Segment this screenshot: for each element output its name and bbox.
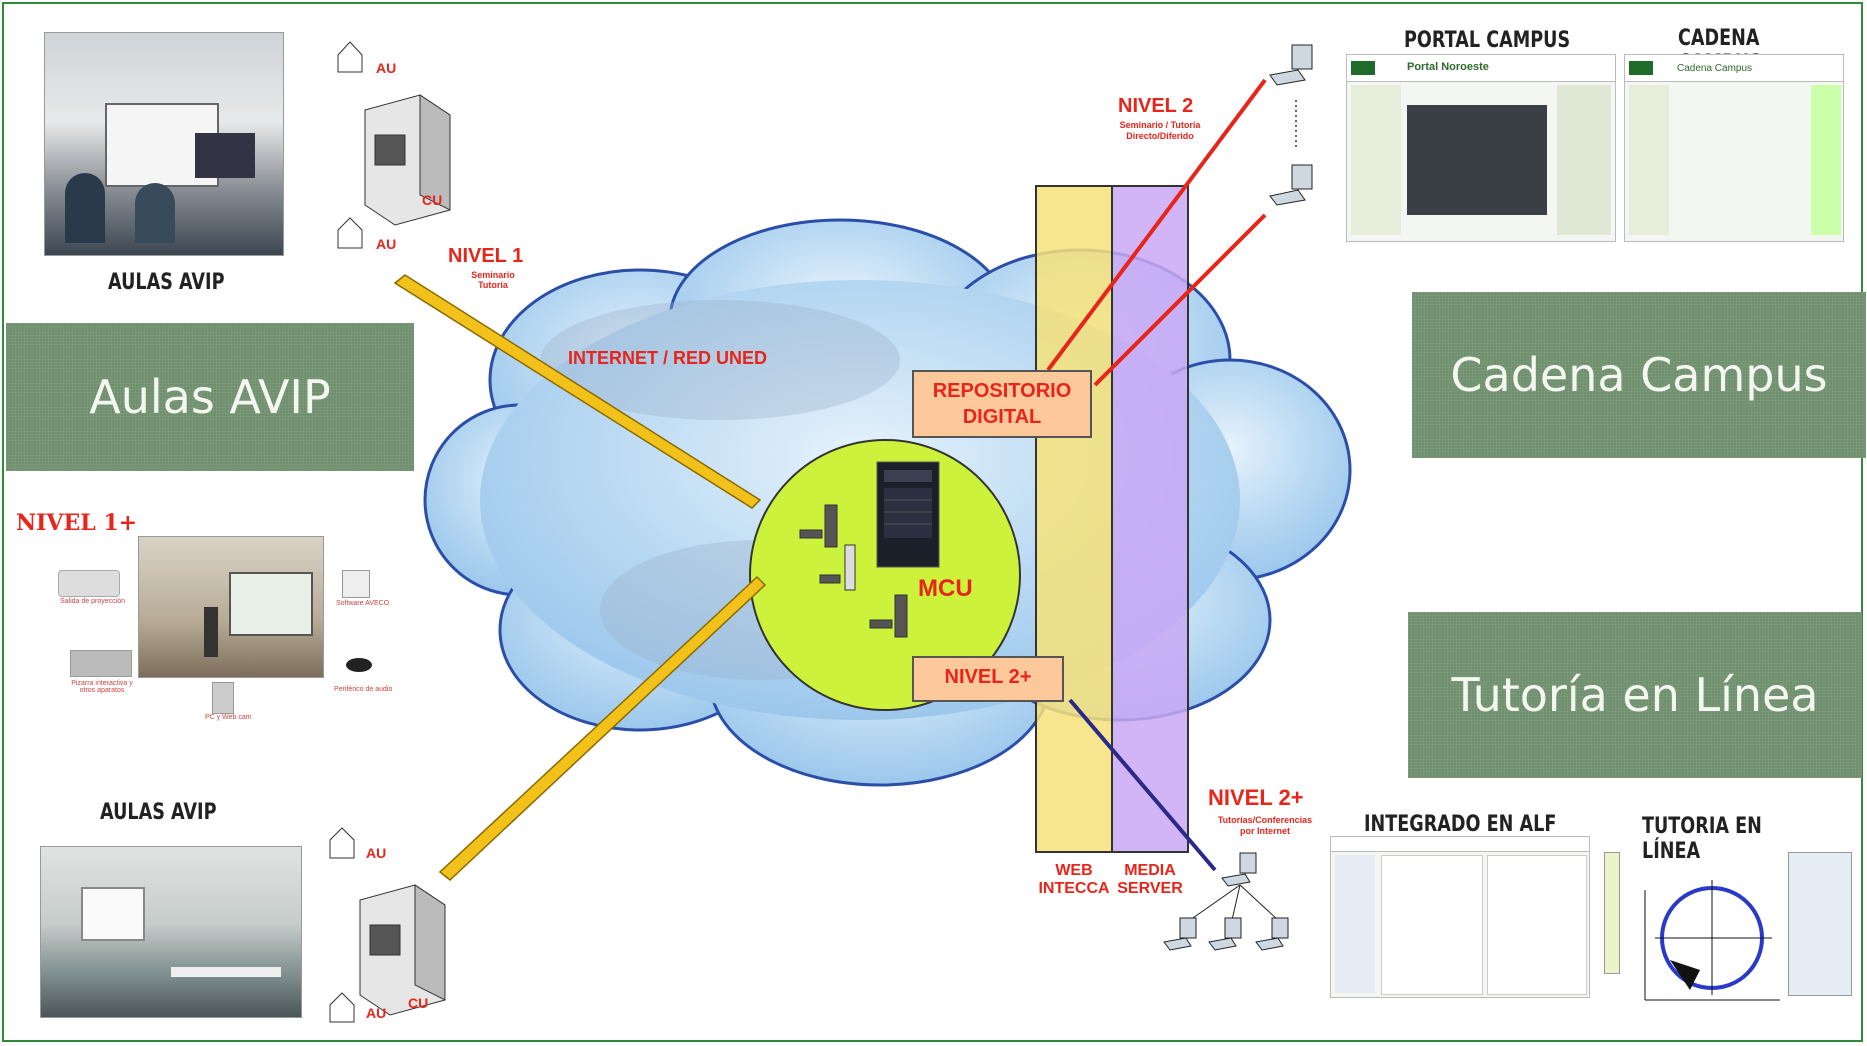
aulas-avip-caption-top: AULAS AVIP xyxy=(108,270,225,295)
videoconf-equipment xyxy=(799,504,908,638)
panel-tutoria-linea: Tutoría en Línea xyxy=(1408,612,1862,778)
equipment-label: Salida de proyección xyxy=(60,598,125,605)
au-label: AU xyxy=(376,236,397,252)
audio-icon xyxy=(346,658,372,672)
alf-thumbnail xyxy=(1330,836,1590,998)
aulas-avip-photo-top xyxy=(44,32,284,256)
portal-campus-thumbnail: Portal Noroeste xyxy=(1346,54,1616,242)
repositorio-line2: DIGITAL xyxy=(962,406,1042,428)
whiteboard-icon xyxy=(70,650,132,677)
nivel2-title: NIVEL 2 xyxy=(1118,95,1194,117)
tutoria-linea-caption: TUTORIA EN LÍNEA xyxy=(1642,814,1762,864)
aulas-avip-caption-bottom: AULAS AVIP xyxy=(100,800,217,825)
integrado-alf-caption: INTEGRADO EN ALF xyxy=(1364,812,1557,837)
web-line2: INTECCA xyxy=(1038,880,1110,897)
beam-nivel1-bottom xyxy=(438,575,767,881)
nivel1plus-classroom-photo xyxy=(138,536,324,678)
software-icon xyxy=(342,570,370,598)
tutoria-side-panel xyxy=(1788,852,1852,996)
web-intecca-bar xyxy=(1035,185,1113,853)
media-server-bar xyxy=(1111,185,1189,853)
nivel1-title: NIVEL 1 xyxy=(448,245,524,267)
nivel2plus-sub1: Tutorías/Conferencias xyxy=(1217,815,1313,825)
portal-noroeste-text: Portal Noroeste xyxy=(1407,61,1489,73)
internet-label: INTERNET / RED UNED xyxy=(568,348,768,368)
cadena-campus-small-text: Cadena Campus xyxy=(1677,63,1753,74)
pc-network-icon xyxy=(1163,852,1289,951)
au-label: AU xyxy=(366,1005,387,1021)
nivel2-sub2: Directo/Diferido xyxy=(1126,131,1194,141)
nivel1-sub1: Seminario xyxy=(471,270,515,280)
equipment-label: Pizarra interactiva y otros aparatos xyxy=(71,680,133,694)
au-label: AU xyxy=(376,60,397,76)
equipment-label: Software AVECO xyxy=(336,600,390,607)
nivel2-sub1: Seminario / Tutoría xyxy=(1119,120,1201,130)
media-line2: SERVER xyxy=(1117,880,1183,897)
nivel2plus-box: NIVEL 2+ xyxy=(912,656,1064,702)
panel-aulas-avip: Aulas AVIP xyxy=(6,323,414,471)
aulas-avip-photo-bottom xyxy=(40,846,302,1018)
pc-icon xyxy=(1269,44,1313,86)
au-label: AU xyxy=(366,845,387,861)
tutoria-graph xyxy=(1644,880,1780,1001)
repositorio-digital-box: REPOSITORIO DIGITAL xyxy=(912,370,1092,438)
nivel1plus-label: NIVEL 1+ xyxy=(16,510,138,536)
web-line1: WEB xyxy=(1055,862,1093,879)
link-nivel2-a xyxy=(1046,78,1267,372)
media-server-label: MEDIA SERVER xyxy=(1110,862,1190,898)
cu-label: CU xyxy=(422,192,443,208)
equipment-label: Periférico de audio xyxy=(334,686,393,693)
mcu-rack xyxy=(876,461,940,568)
web-intecca-label: WEB INTECCA xyxy=(1028,862,1120,898)
nivel1-sub2: Tutoría xyxy=(478,280,508,290)
projector-icon xyxy=(58,570,120,597)
equipment-label: PC y Web cam xyxy=(205,714,252,721)
nivel2plus-title: NIVEL 2+ xyxy=(1208,785,1304,810)
panel-cadena-campus: Cadena Campus xyxy=(1412,292,1866,458)
nivel2plus-sub2: por Internet xyxy=(1239,826,1290,836)
beam-nivel1-top xyxy=(393,274,762,509)
repositorio-line1: REPOSITORIO xyxy=(932,380,1072,402)
building-icon xyxy=(337,41,451,249)
media-line1: MEDIA xyxy=(1124,862,1176,879)
mcu-circle xyxy=(749,439,1021,711)
building-icon xyxy=(329,827,446,1023)
pc-icon xyxy=(1269,164,1313,206)
mcu-label: MCU xyxy=(918,575,973,602)
pc-webcam-icon xyxy=(212,682,234,714)
tutoria-toolbar xyxy=(1604,852,1620,974)
cadena-campus-thumbnail: Cadena Campus xyxy=(1624,54,1844,242)
link-nivel2-b xyxy=(1093,213,1267,387)
link-nivel2plus xyxy=(1068,698,1217,872)
portal-campus-caption: PORTAL CAMPUS xyxy=(1404,28,1571,53)
cu-label: CU xyxy=(408,995,429,1011)
